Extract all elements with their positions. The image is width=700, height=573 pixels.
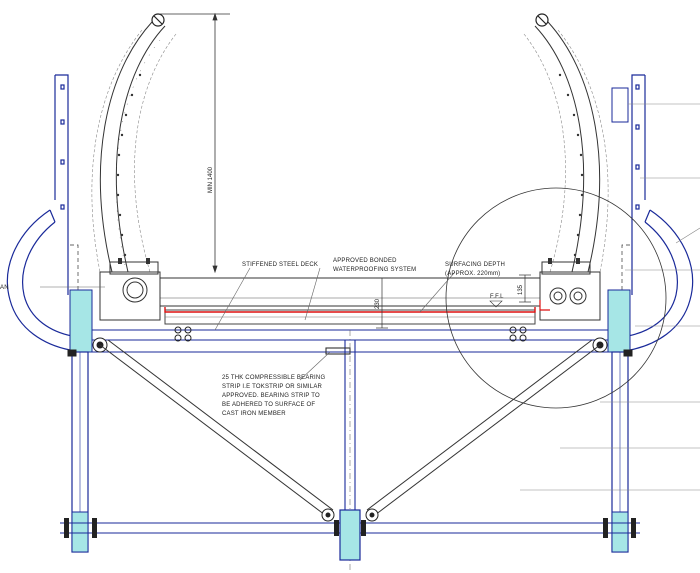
bearing-note-line2: STRIP I.E TOKSTRIP OR SIMILAR [222,384,323,390]
ffl-triangle-icon [489,300,503,308]
right-parapet [631,74,646,295]
tie-bar-nuts [64,518,636,538]
left-edge-fragment-label: AN [0,285,9,291]
right-handrail-curve [627,209,694,351]
left-girder-fixings [118,258,150,264]
left-edge-girder [99,261,161,321]
right-girder-fixings [548,258,580,264]
min-height-dimension [160,12,230,274]
left-arch-bolts [116,73,142,257]
left-post-foot [71,511,89,553]
right-leader-box [611,87,629,123]
left-arch [91,21,177,273]
left-arch-top-knob [151,13,165,27]
left-edge-dashed [70,244,79,290]
right-bearing-cyan [607,289,631,353]
right-arch-bolts [558,73,584,257]
bearing-note-line1: 25 THK COMPRESSIBLE BEARING [222,375,325,381]
surfacing-label-line1: SURFACING DEPTH [445,262,505,268]
text-leaders [40,267,456,381]
bearing-note-line5: CAST IRON MEMBER [222,411,286,417]
waterproofing-label-line1: APPROVED BONDED [333,258,397,264]
deck-depth-label: 230 [375,298,381,309]
central-hanger [325,340,356,510]
surfacing-label-line2: (APPROX. 220mm) [445,271,500,277]
right-arch [523,21,609,273]
steel-deck [159,277,541,325]
surfacing-depth-label: 135 [518,284,524,295]
deck-bolts [174,326,527,342]
left-bearing-cyan [69,289,93,353]
central-sleeve [339,509,361,561]
right-edge-dashed [621,244,630,290]
right-girder-red-seal [539,300,550,311]
right-edge-girder [539,261,601,321]
waterproofing-line [164,307,536,313]
ffl-label: F.F.L [490,294,504,300]
left-handrail-curve [6,209,73,351]
bearing-note-line4: BE ADHERED TO SURFACE OF [222,402,315,408]
diagonal-ties [99,339,601,516]
waterproofing-label-line2: WATERPROOFING SYSTEM [333,267,416,273]
bearing-note-line3: APPROVED. BEARING STRIP TO [222,393,320,399]
min-height-label: MIN 1400 [208,166,214,193]
surfacing-depth-dimension [519,274,531,303]
tie-end-eyes [321,508,379,522]
left-parapet [54,74,69,295]
deck-depth-dimension [376,277,388,329]
right-arch-top-knob [535,13,549,27]
stiffened-deck-label: STIFFENED STEEL DECK [242,262,318,268]
right-post-foot [611,511,629,553]
detail-circle [445,187,667,409]
